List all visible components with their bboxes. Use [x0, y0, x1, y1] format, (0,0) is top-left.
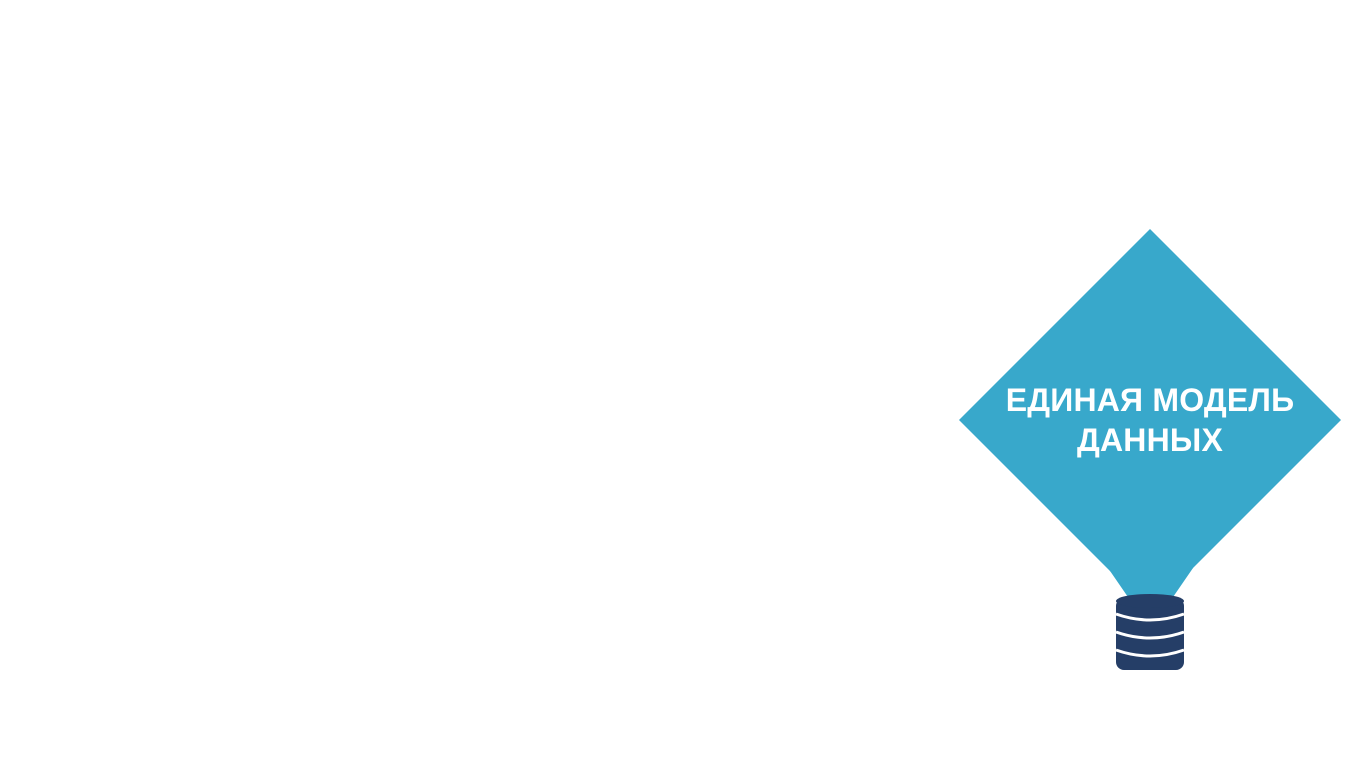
data-model-label: ЕДИНАЯ МОДЕЛЬ ДАННЫХ — [975, 380, 1325, 460]
data-model-diamond — [959, 229, 1341, 611]
database-icon — [1115, 594, 1185, 670]
data-model-label-line2: ДАННЫХ — [1077, 422, 1223, 458]
data-model-label-line1: ЕДИНАЯ МОДЕЛЬ — [1005, 382, 1295, 418]
